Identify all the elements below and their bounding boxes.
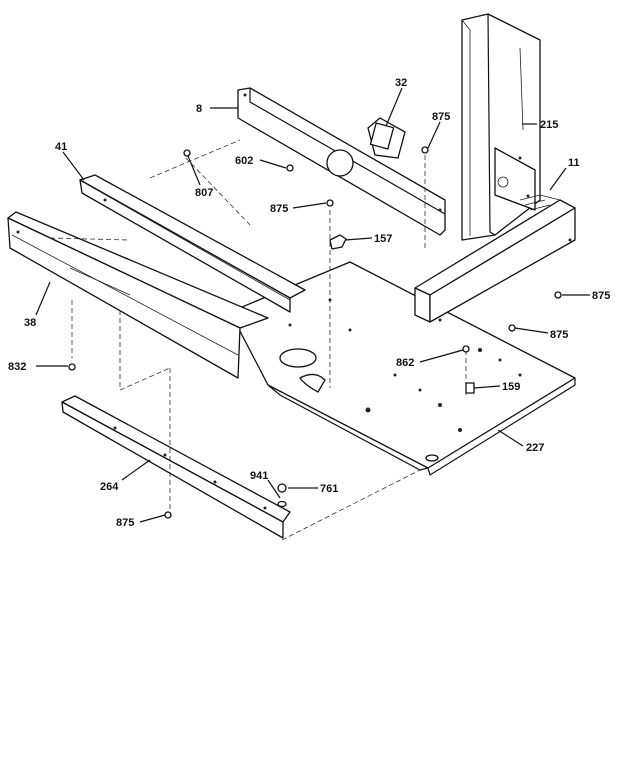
callout-264: 264	[100, 481, 119, 493]
callout-159: 159	[502, 381, 520, 393]
callout-941: 941	[250, 470, 268, 482]
callout-227: 227	[526, 442, 544, 454]
callout-602: 602	[235, 155, 253, 167]
callout-807: 807	[195, 187, 213, 199]
callout-875-bottom: 875	[116, 517, 134, 529]
callout-875-mid: 875	[270, 203, 288, 215]
callout-11: 11	[568, 157, 580, 169]
leader-lines	[35, 87, 590, 523]
rear-duct	[461, 13, 541, 241]
callout-875-top: 875	[432, 111, 450, 123]
callout-32: 32	[395, 77, 407, 89]
callout-labels: 215 32 8 875 11 41 602 807 875 157 875 3…	[8, 77, 610, 529]
callout-215: 215	[540, 119, 558, 131]
callout-38: 38	[24, 317, 36, 329]
callout-832: 832	[8, 361, 26, 373]
front-strip	[61, 395, 291, 539]
callout-41: 41	[55, 141, 67, 153]
callout-862: 862	[396, 357, 414, 369]
control-rail	[79, 174, 306, 327]
callout-875-right2: 875	[550, 329, 568, 341]
side-bracket	[414, 194, 576, 323]
front-control-panel	[7, 211, 269, 379]
alignment-lines	[49, 139, 467, 541]
callout-157: 157	[374, 233, 392, 245]
callout-875-right: 875	[592, 290, 610, 302]
rear-panel	[237, 87, 446, 236]
callout-761: 761	[320, 483, 338, 495]
callout-8: 8	[196, 103, 202, 115]
fasteners	[68, 146, 562, 519]
